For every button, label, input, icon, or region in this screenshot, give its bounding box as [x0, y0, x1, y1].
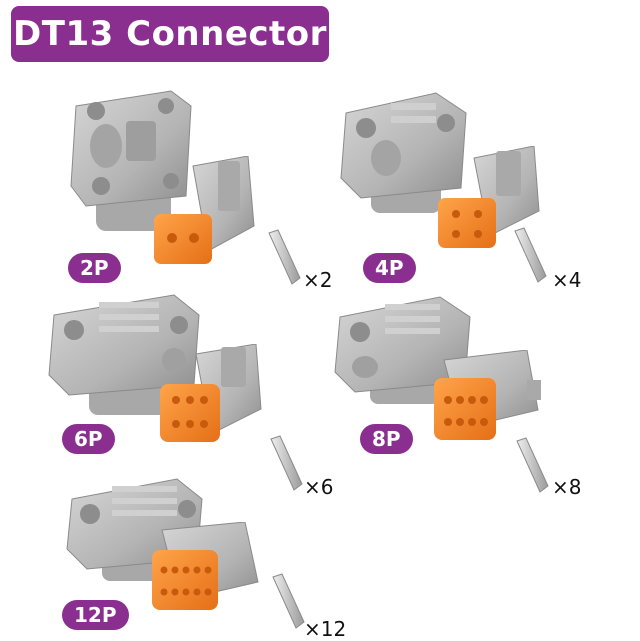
terminal-pin-12p-image [268, 572, 308, 632]
receptacle-2p-image [66, 86, 196, 236]
terminal-count-12p: ×12 [304, 617, 347, 641]
plug-2p-image [148, 156, 258, 266]
plug-12p-image [150, 522, 262, 614]
terminal-count-4p: ×4 [552, 268, 582, 292]
page-title: DT13 Connector [11, 6, 329, 62]
plug-4p-image [434, 146, 544, 251]
receptacle-4p-image [336, 88, 471, 218]
terminal-pin-4p-image [510, 226, 550, 286]
terminal-count-2p: ×2 [303, 268, 333, 292]
plug-6p-image [156, 344, 266, 444]
receptacle-8p-image [330, 292, 475, 407]
size-badge-12p: 12P [62, 600, 129, 630]
plug-8p-image [432, 350, 544, 442]
terminal-count-8p: ×8 [552, 475, 582, 499]
terminal-pin-8p-image [512, 436, 552, 496]
terminal-pin-2p-image [264, 228, 304, 288]
size-badge-2p: 2P [68, 253, 121, 283]
size-badge-8p: 8P [360, 424, 413, 454]
size-badge-6p: 6P [62, 424, 115, 454]
terminal-pin-6p-image [266, 434, 306, 494]
terminal-count-6p: ×6 [304, 475, 334, 499]
size-badge-4p: 4P [363, 253, 416, 283]
